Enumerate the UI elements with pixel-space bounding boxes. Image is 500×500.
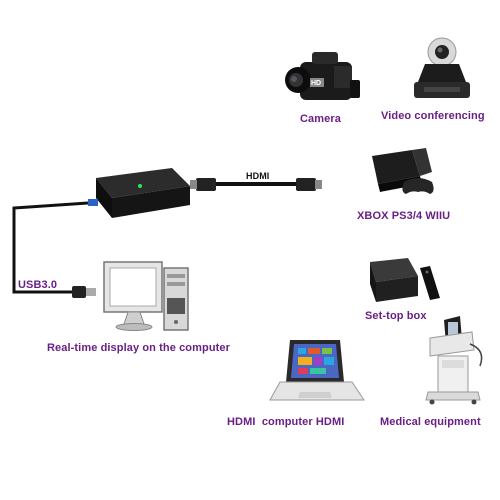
medical-cart-icon bbox=[425, 316, 483, 405]
laptop-icon bbox=[269, 340, 365, 401]
medical-equipment-label: Medical equipment bbox=[380, 416, 481, 428]
capture-box-icon bbox=[88, 168, 190, 218]
game-console-icon bbox=[372, 148, 434, 194]
xbox-label: XBOX PS3/4 WIIU bbox=[357, 210, 451, 222]
set-top-box-label: Set-top box bbox=[365, 310, 427, 322]
camera-label: Camera bbox=[300, 113, 341, 125]
conference-camera-icon bbox=[414, 37, 470, 98]
hdmi-computer-label: HDMI computer HDMI bbox=[227, 416, 345, 428]
video-conferencing-label: Video conferencing bbox=[381, 110, 485, 122]
realtime-display-label: Real-time display on the computer bbox=[47, 342, 231, 354]
camcorder-icon: HD bbox=[285, 52, 360, 100]
set-top-box-icon bbox=[370, 258, 440, 302]
usb-cable-icon bbox=[12, 201, 96, 298]
usb-label: USB3.0 bbox=[18, 279, 58, 291]
hdmi-cable-icon bbox=[190, 178, 322, 191]
hdmi-cable-label: HDMI bbox=[246, 171, 270, 181]
svg-text:HD: HD bbox=[311, 80, 321, 87]
desktop-computer-icon bbox=[103, 261, 189, 331]
